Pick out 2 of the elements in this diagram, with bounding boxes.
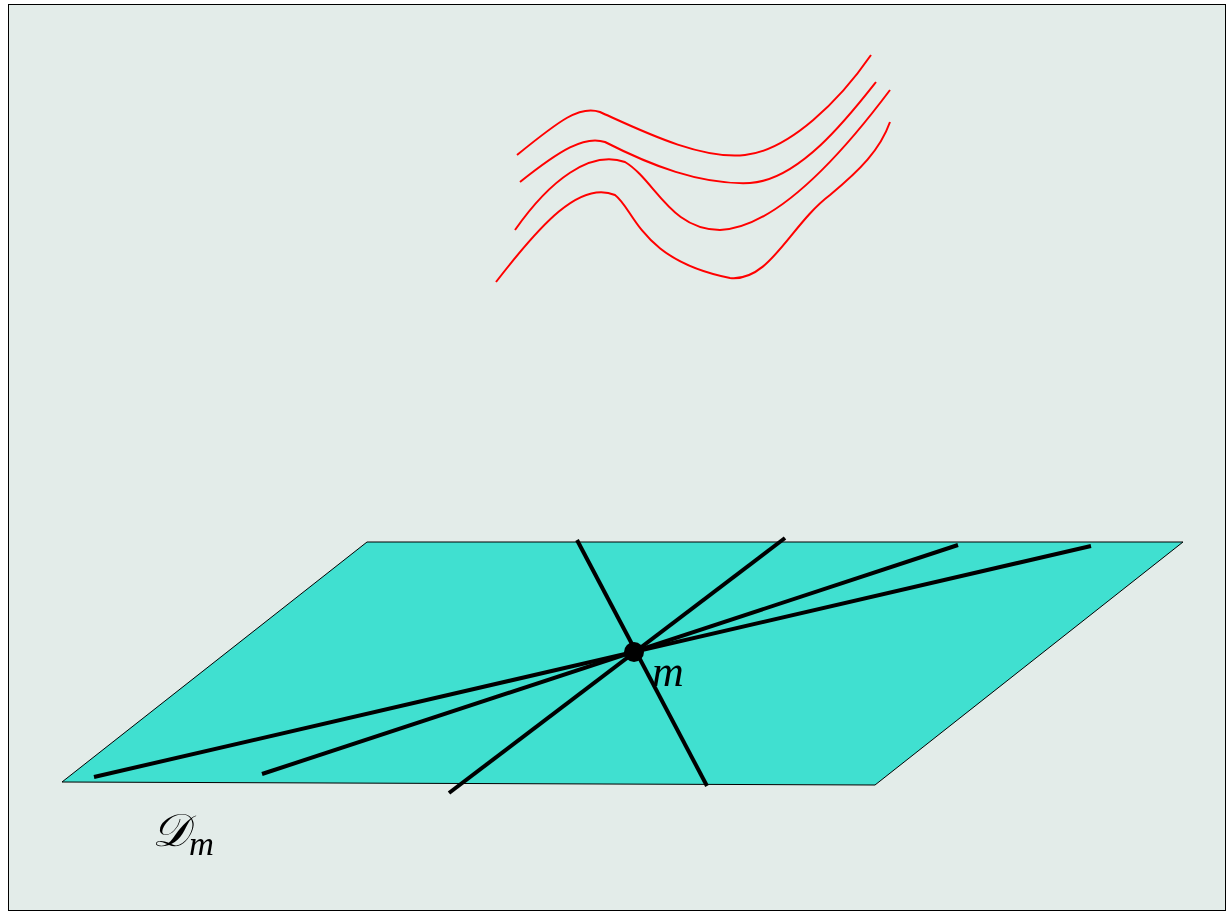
math-label: 𝒟$_{m}$: [152, 808, 214, 854]
math-label: m: [652, 650, 684, 694]
